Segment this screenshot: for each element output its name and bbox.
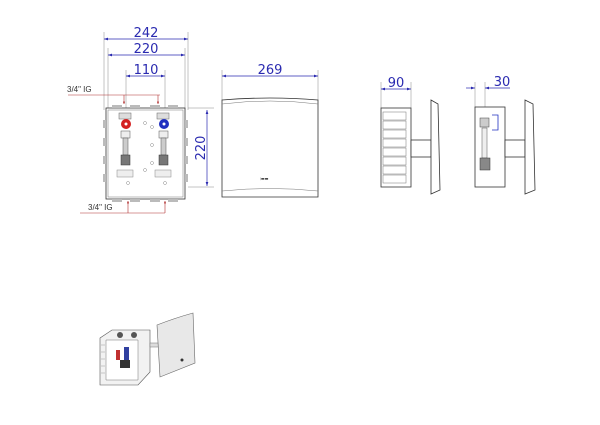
side-view: 90 bbox=[380, 76, 441, 195]
bottom-connection-label: 3/4" IG bbox=[88, 203, 113, 212]
hot-valve bbox=[116, 112, 134, 178]
cold-valve bbox=[154, 112, 172, 178]
top-connection-label: 3/4" IG bbox=[67, 85, 92, 94]
dim-269: 269 bbox=[258, 63, 283, 78]
side-section-view: 30 bbox=[466, 75, 536, 195]
dim-220-width: 220 bbox=[134, 42, 159, 57]
dim-242: 242 bbox=[134, 26, 159, 41]
dim-30: 30 bbox=[494, 75, 511, 90]
brand-logo: ⧙▬▬ bbox=[260, 176, 269, 181]
cover-view: 269 ⧙▬▬ bbox=[221, 63, 319, 198]
cover-plate bbox=[221, 97, 319, 198]
front-view: 242 220 110 3/4" IG bbox=[67, 26, 214, 214]
isometric-view bbox=[99, 312, 196, 386]
installation-box bbox=[105, 107, 186, 200]
dim-90: 90 bbox=[388, 76, 405, 91]
dim-220-height: 220 bbox=[194, 136, 209, 161]
dim-110: 110 bbox=[134, 63, 159, 78]
